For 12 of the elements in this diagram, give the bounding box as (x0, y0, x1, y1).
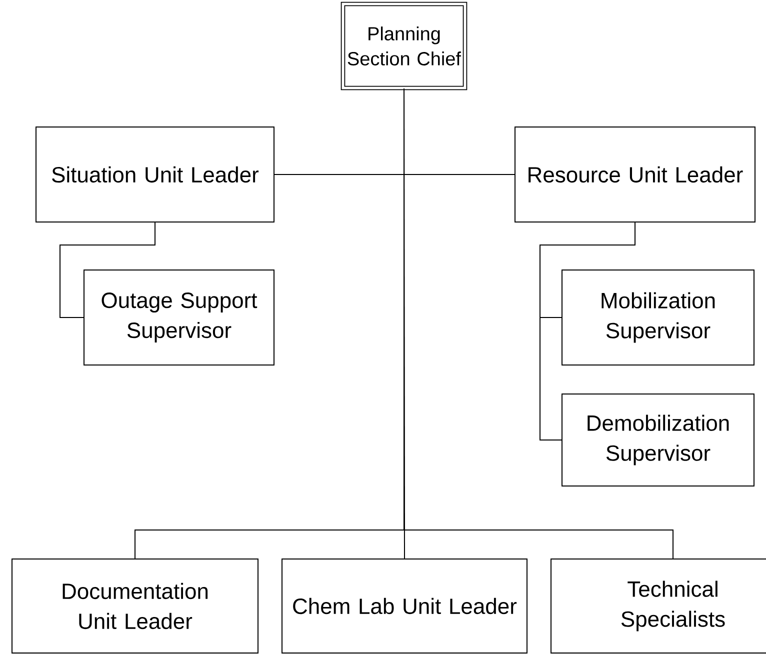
org-box: Situation Unit Leader (36, 126, 274, 222)
connector-line (60, 222, 156, 318)
org-box: Demobilization Supervisor (562, 394, 754, 486)
connector-line (540, 222, 636, 440)
org-box: Chem Lab Unit Leader (282, 558, 528, 654)
org-box: Resource Unit Leader (514, 126, 756, 222)
org-box: Planning Section Chief (340, 2, 468, 90)
org-box: Outage Support Supervisor (84, 270, 274, 366)
org-box: Technical Specialists (550, 558, 766, 654)
org-box: Mobilization Supervisor (562, 270, 754, 366)
connector-line (404, 88, 674, 559)
org-box: Documentation Unit Leader (12, 558, 258, 654)
